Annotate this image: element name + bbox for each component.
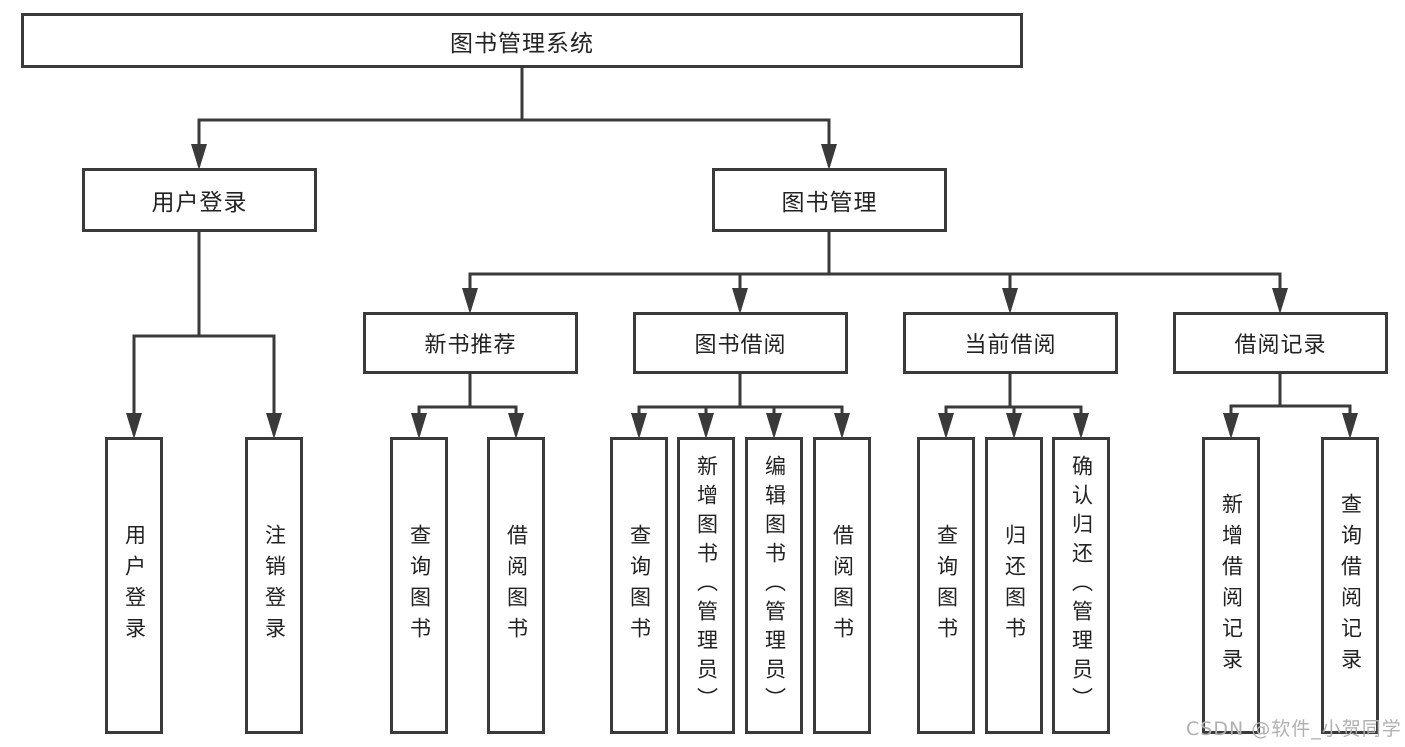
connector-lines: [132, 68, 1352, 435]
leaf-query-borrow-record: 查询借阅记录: [1321, 437, 1379, 734]
leaf-add-borrow-record-label: 新增借阅记录: [1219, 492, 1244, 679]
csdn-watermark: CSDN @软件_小贺同学: [1186, 718, 1402, 740]
node-borrow-records: 借阅记录: [1173, 312, 1388, 374]
leaf-query-borrow-record-label: 查询借阅记录: [1338, 492, 1363, 679]
leaf-add-borrow-record: 新增借阅记录: [1202, 437, 1260, 734]
leaf-borrow-books-recommend-label: 借阅图书: [504, 523, 529, 648]
leaf-logout: 注销登录: [245, 437, 303, 734]
node-book-management: 图书管理: [712, 168, 947, 232]
leaf-user-login-label: 用户登录: [122, 523, 147, 648]
leaf-borrow-books-borrow-label: 借阅图书: [830, 523, 855, 648]
leaf-return-book: 归还图书: [985, 437, 1043, 734]
leaf-edit-book-admin: 编辑图书（管理员）: [745, 437, 803, 734]
leaf-query-books-recommend-label: 查询图书: [407, 523, 432, 648]
leaf-add-book-admin-label: 新增图书（管理员）: [694, 455, 719, 716]
node-book-borrow: 图书借阅: [633, 312, 848, 374]
node-book-management-label: 图书管理: [781, 190, 878, 216]
leaf-edit-book-admin-label: 编辑图书（管理员）: [762, 455, 787, 716]
leaf-borrow-books-recommend: 借阅图书: [487, 437, 545, 734]
leaf-confirm-return-admin-label: 确认归还（管理员）: [1069, 455, 1094, 716]
leaf-query-books-borrow-label: 查询图书: [627, 523, 652, 648]
node-book-borrow-label: 图书借阅: [694, 333, 787, 358]
arrowheads: [126, 144, 1358, 439]
leaf-query-books-recommend: 查询图书: [390, 437, 448, 734]
leaf-add-book-admin: 新增图书（管理员）: [677, 437, 735, 734]
leaf-logout-label: 注销登录: [262, 523, 287, 648]
node-root-label: 图书管理系统: [450, 30, 594, 57]
node-new-book-recommend-label: 新书推荐: [424, 333, 517, 358]
leaf-borrow-books-borrow: 借阅图书: [813, 437, 871, 734]
node-current-borrow-label: 当前借阅: [964, 333, 1057, 358]
leaf-return-book-label: 归还图书: [1002, 523, 1027, 648]
leaf-query-books-borrow: 查询图书: [610, 437, 668, 734]
leaf-query-books-current: 查询图书: [917, 437, 975, 734]
node-root: 图书管理系统: [21, 13, 1023, 68]
node-user-login-label: 用户登录: [151, 190, 248, 216]
node-user-login: 用户登录: [82, 168, 317, 232]
node-borrow-records-label: 借阅记录: [1234, 333, 1327, 358]
leaf-query-books-current-label: 查询图书: [934, 523, 959, 648]
leaf-confirm-return-admin: 确认归还（管理员）: [1052, 437, 1110, 734]
leaf-user-login: 用户登录: [105, 437, 163, 734]
node-new-book-recommend: 新书推荐: [363, 312, 578, 374]
node-current-borrow: 当前借阅: [903, 312, 1118, 374]
